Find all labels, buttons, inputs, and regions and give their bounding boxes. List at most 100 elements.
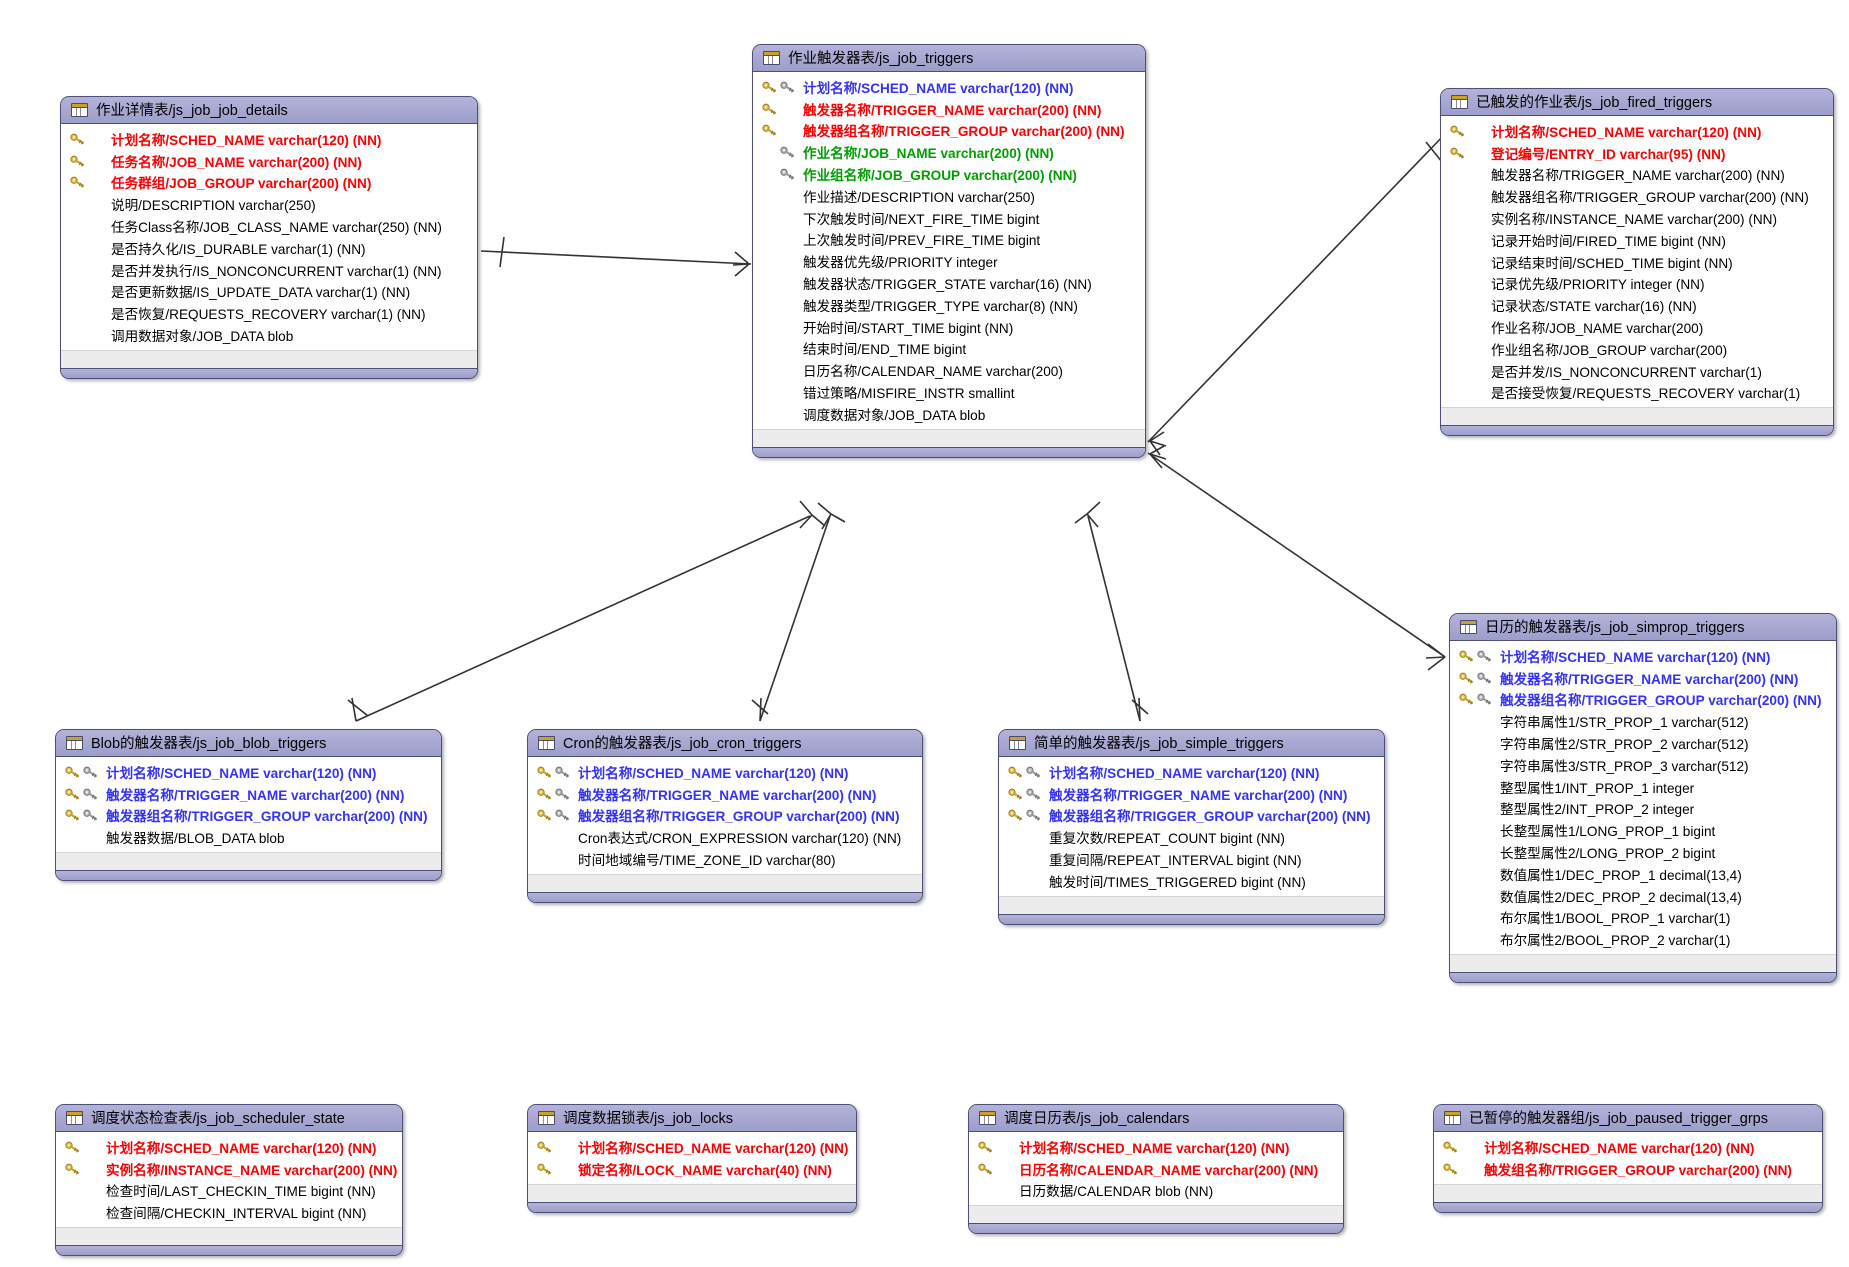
attribute-row[interactable]: 布尔属性2/BOOL_PROP_2 varchar(1) bbox=[1450, 928, 1836, 950]
attribute-row[interactable]: 触发器名称/TRIGGER_NAME varchar(200) (NN) bbox=[528, 783, 922, 805]
entity-header[interactable]: 简单的触发器表/js_job_simple_triggers bbox=[999, 730, 1384, 757]
attribute-row[interactable]: 调度数据对象/JOB_DATA blob bbox=[753, 403, 1145, 425]
attribute-row[interactable]: 是否持久化/IS_DURABLE varchar(1) (NN) bbox=[61, 237, 477, 259]
entity-js_job_triggers[interactable]: 作业触发器表/js_job_triggers 计划名称/SCHED_NAME v… bbox=[752, 44, 1146, 458]
attribute-row[interactable]: 整型属性2/INT_PROP_2 integer bbox=[1450, 798, 1836, 820]
attribute-row[interactable]: 开始时间/START_TIME bigint (NN) bbox=[753, 316, 1145, 338]
attribute-row[interactable]: 重复次数/REPEAT_COUNT bigint (NN) bbox=[999, 826, 1384, 848]
attribute-row[interactable]: 错过策略/MISFIRE_INSTR smallint bbox=[753, 381, 1145, 403]
attribute-row[interactable]: 计划名称/SCHED_NAME varchar(120) (NN) bbox=[969, 1136, 1343, 1158]
attribute-row[interactable]: 触发器名称/TRIGGER_NAME varchar(200) (NN) bbox=[56, 783, 441, 805]
attribute-row[interactable]: 触发器数据/BLOB_DATA blob bbox=[56, 826, 441, 848]
attribute-row[interactable]: 上次触发时间/PREV_FIRE_TIME bigint bbox=[753, 229, 1145, 251]
attribute-row[interactable]: 结束时间/END_TIME bigint bbox=[753, 338, 1145, 360]
attribute-row[interactable]: 日历数据/CALENDAR blob (NN) bbox=[969, 1180, 1343, 1202]
entity-header[interactable]: 已触发的作业表/js_job_fired_triggers bbox=[1441, 89, 1833, 116]
attribute-row[interactable]: 长整型属性1/LONG_PROP_1 bigint bbox=[1450, 819, 1836, 841]
attribute-row[interactable]: 触发器组名称/TRIGGER_GROUP varchar(200) (NN) bbox=[528, 805, 922, 827]
entity-js_job_cron_triggers[interactable]: Cron的触发器表/js_job_cron_triggers 计划名称/SCHE… bbox=[527, 729, 923, 903]
attribute-row[interactable]: 任务Class名称/JOB_CLASS_NAME varchar(250) (N… bbox=[61, 215, 477, 237]
attribute-row[interactable]: 触发器名称/TRIGGER_NAME varchar(200) (NN) bbox=[999, 783, 1384, 805]
attribute-row[interactable]: 触发组名称/TRIGGER_GROUP varchar(200) (NN) bbox=[1434, 1158, 1822, 1180]
attribute-row[interactable]: 计划名称/SCHED_NAME varchar(120) (NN) bbox=[528, 1136, 856, 1158]
entity-js_job_simprop_triggers[interactable]: 日历的触发器表/js_job_simprop_triggers 计划名称/SCH… bbox=[1449, 613, 1837, 984]
attribute-row[interactable]: 计划名称/SCHED_NAME varchar(120) (NN) bbox=[1441, 120, 1833, 142]
attribute-row[interactable]: 触发器组名称/TRIGGER_GROUP varchar(200) (NN) bbox=[999, 805, 1384, 827]
attribute-row[interactable]: 触发器名称/TRIGGER_NAME varchar(200) (NN) bbox=[1441, 164, 1833, 186]
attribute-row[interactable]: 字符串属性2/STR_PROP_2 varchar(512) bbox=[1450, 732, 1836, 754]
attribute-row[interactable]: 作业名称/JOB_NAME varchar(200) bbox=[1441, 316, 1833, 338]
attribute-row[interactable]: 字符串属性3/STR_PROP_3 varchar(512) bbox=[1450, 754, 1836, 776]
attribute-row[interactable]: 记录开始时间/FIRED_TIME bigint (NN) bbox=[1441, 229, 1833, 251]
attribute-row[interactable]: 重复间隔/REPEAT_INTERVAL bigint (NN) bbox=[999, 848, 1384, 870]
attribute-row[interactable]: 锁定名称/LOCK_NAME varchar(40) (NN) bbox=[528, 1158, 856, 1180]
entity-js_job_locks[interactable]: 调度数据锁表/js_job_locks 计划名称/SCHED_NAME varc… bbox=[527, 1104, 857, 1213]
attribute-row[interactable]: 记录结束时间/SCHED_TIME bigint (NN) bbox=[1441, 251, 1833, 273]
entity-js_job_calendars[interactable]: 调度日历表/js_job_calendars 计划名称/SCHED_NAME v… bbox=[968, 1104, 1344, 1235]
entity-header[interactable]: 调度状态检查表/js_job_scheduler_state bbox=[56, 1105, 402, 1132]
attribute-row[interactable]: 触发器名称/TRIGGER_NAME varchar(200) (NN) bbox=[1450, 667, 1836, 689]
attribute-row[interactable]: 计划名称/SCHED_NAME varchar(120) (NN) bbox=[999, 761, 1384, 783]
attribute-row[interactable]: 触发器类型/TRIGGER_TYPE varchar(8) (NN) bbox=[753, 294, 1145, 316]
entity-js_job_blob_triggers[interactable]: Blob的触发器表/js_job_blob_triggers 计划名称/SCHE… bbox=[55, 729, 442, 882]
attribute-row[interactable]: 调用数据对象/JOB_DATA blob bbox=[61, 324, 477, 346]
attribute-row[interactable]: 检查时间/LAST_CHECKIN_TIME bigint (NN) bbox=[56, 1180, 402, 1202]
attribute-row[interactable]: 字符串属性1/STR_PROP_1 varchar(512) bbox=[1450, 710, 1836, 732]
attribute-row[interactable]: 计划名称/SCHED_NAME varchar(120) (NN) bbox=[528, 761, 922, 783]
attribute-row[interactable]: 是否恢复/REQUESTS_RECOVERY varchar(1) (NN) bbox=[61, 302, 477, 324]
attribute-row[interactable]: 是否并发执行/IS_NONCONCURRENT varchar(1) (NN) bbox=[61, 259, 477, 281]
attribute-row[interactable]: 任务名称/JOB_NAME varchar(200) (NN) bbox=[61, 150, 477, 172]
entity-header[interactable]: 作业详情表/js_job_job_details bbox=[61, 97, 477, 124]
entity-header[interactable]: 调度日历表/js_job_calendars bbox=[969, 1105, 1343, 1132]
attribute-row[interactable]: 计划名称/SCHED_NAME varchar(120) (NN) bbox=[56, 1136, 402, 1158]
attribute-row[interactable]: 长整型属性2/LONG_PROP_2 bigint bbox=[1450, 841, 1836, 863]
attribute-row[interactable]: 触发器组名称/TRIGGER_GROUP varchar(200) (NN) bbox=[1450, 689, 1836, 711]
attribute-row[interactable]: 任务群组/JOB_GROUP varchar(200) (NN) bbox=[61, 172, 477, 194]
entity-js_job_job_details[interactable]: 作业详情表/js_job_job_details 计划名称/SCHED_NAME… bbox=[60, 96, 478, 379]
attribute-row[interactable]: 记录状态/STATE varchar(16) (NN) bbox=[1441, 294, 1833, 316]
entity-header[interactable]: Cron的触发器表/js_job_cron_triggers bbox=[528, 730, 922, 757]
attribute-row[interactable]: 作业描述/DESCRIPTION varchar(250) bbox=[753, 185, 1145, 207]
attribute-row[interactable]: 触发器状态/TRIGGER_STATE varchar(16) (NN) bbox=[753, 272, 1145, 294]
attribute-row[interactable]: 计划名称/SCHED_NAME varchar(120) (NN) bbox=[1434, 1136, 1822, 1158]
attribute-row[interactable]: 计划名称/SCHED_NAME varchar(120) (NN) bbox=[61, 128, 477, 150]
entity-header[interactable]: 已暂停的触发器组/js_job_paused_trigger_grps bbox=[1434, 1105, 1822, 1132]
attribute-row[interactable]: 数值属性2/DEC_PROP_2 decimal(13,4) bbox=[1450, 885, 1836, 907]
attribute-row[interactable]: 说明/DESCRIPTION varchar(250) bbox=[61, 193, 477, 215]
attribute-row[interactable]: 作业名称/JOB_NAME varchar(200) (NN) bbox=[753, 141, 1145, 163]
attribute-row[interactable]: 计划名称/SCHED_NAME varchar(120) (NN) bbox=[56, 761, 441, 783]
attribute-row[interactable]: 计划名称/SCHED_NAME varchar(120) (NN) bbox=[1450, 645, 1836, 667]
entity-header[interactable]: Blob的触发器表/js_job_blob_triggers bbox=[56, 730, 441, 757]
attribute-row[interactable]: 下次触发时间/NEXT_FIRE_TIME bigint bbox=[753, 207, 1145, 229]
attribute-row[interactable]: 数值属性1/DEC_PROP_1 decimal(13,4) bbox=[1450, 863, 1836, 885]
entity-js_job_paused_trigger_grps[interactable]: 已暂停的触发器组/js_job_paused_trigger_grps 计划名称… bbox=[1433, 1104, 1823, 1213]
attribute-row[interactable]: 触发器组名称/TRIGGER_GROUP varchar(200) (NN) bbox=[56, 805, 441, 827]
attribute-row[interactable]: 是否接受恢复/REQUESTS_RECOVERY varchar(1) bbox=[1441, 382, 1833, 404]
attribute-row[interactable]: 检查间隔/CHECKIN_INTERVAL bigint (NN) bbox=[56, 1201, 402, 1223]
attribute-row[interactable]: 时间地域编号/TIME_ZONE_ID varchar(80) bbox=[528, 848, 922, 870]
attribute-row[interactable]: 记录优先级/PRIORITY integer (NN) bbox=[1441, 273, 1833, 295]
entity-js_job_scheduler_state[interactable]: 调度状态检查表/js_job_scheduler_state 计划名称/SCHE… bbox=[55, 1104, 403, 1257]
attribute-row[interactable]: Cron表达式/CRON_EXPRESSION varchar(120) (NN… bbox=[528, 826, 922, 848]
attribute-row[interactable]: 日历名称/CALENDAR_NAME varchar(200) (NN) bbox=[969, 1158, 1343, 1180]
attribute-row[interactable]: 实例名称/INSTANCE_NAME varchar(200) (NN) bbox=[1441, 207, 1833, 229]
entity-js_job_fired_triggers[interactable]: 已触发的作业表/js_job_fired_triggers 计划名称/SCHED… bbox=[1440, 88, 1834, 437]
attribute-row[interactable]: 触发时间/TIMES_TRIGGERED bigint (NN) bbox=[999, 870, 1384, 892]
entity-header[interactable]: 日历的触发器表/js_job_simprop_triggers bbox=[1450, 614, 1836, 641]
attribute-row[interactable]: 布尔属性1/BOOL_PROP_1 varchar(1) bbox=[1450, 907, 1836, 929]
attribute-row[interactable]: 触发器优先级/PRIORITY integer bbox=[753, 250, 1145, 272]
attribute-row[interactable]: 实例名称/INSTANCE_NAME varchar(200) (NN) bbox=[56, 1158, 402, 1180]
attribute-row[interactable]: 作业组名称/JOB_GROUP varchar(200) bbox=[1441, 338, 1833, 360]
attribute-row[interactable]: 触发器组名称/TRIGGER_GROUP varchar(200) (NN) bbox=[1441, 185, 1833, 207]
attribute-row[interactable]: 计划名称/SCHED_NAME varchar(120) (NN) bbox=[753, 76, 1145, 98]
attribute-row[interactable]: 登记编号/ENTRY_ID varchar(95) (NN) bbox=[1441, 142, 1833, 164]
attribute-row[interactable]: 触发器组名称/TRIGGER_GROUP varchar(200) (NN) bbox=[753, 120, 1145, 142]
attribute-row[interactable]: 是否更新数据/IS_UPDATE_DATA varchar(1) (NN) bbox=[61, 281, 477, 303]
attribute-row[interactable]: 整型属性1/INT_PROP_1 integer bbox=[1450, 776, 1836, 798]
entity-header[interactable]: 作业触发器表/js_job_triggers bbox=[753, 45, 1145, 72]
attribute-row[interactable]: 是否并发/IS_NONCONCURRENT varchar(1) bbox=[1441, 360, 1833, 382]
attribute-row[interactable]: 作业组名称/JOB_GROUP varchar(200) (NN) bbox=[753, 163, 1145, 185]
attribute-row[interactable]: 日历名称/CALENDAR_NAME varchar(200) bbox=[753, 359, 1145, 381]
entity-header[interactable]: 调度数据锁表/js_job_locks bbox=[528, 1105, 856, 1132]
attribute-row[interactable]: 触发器名称/TRIGGER_NAME varchar(200) (NN) bbox=[753, 98, 1145, 120]
